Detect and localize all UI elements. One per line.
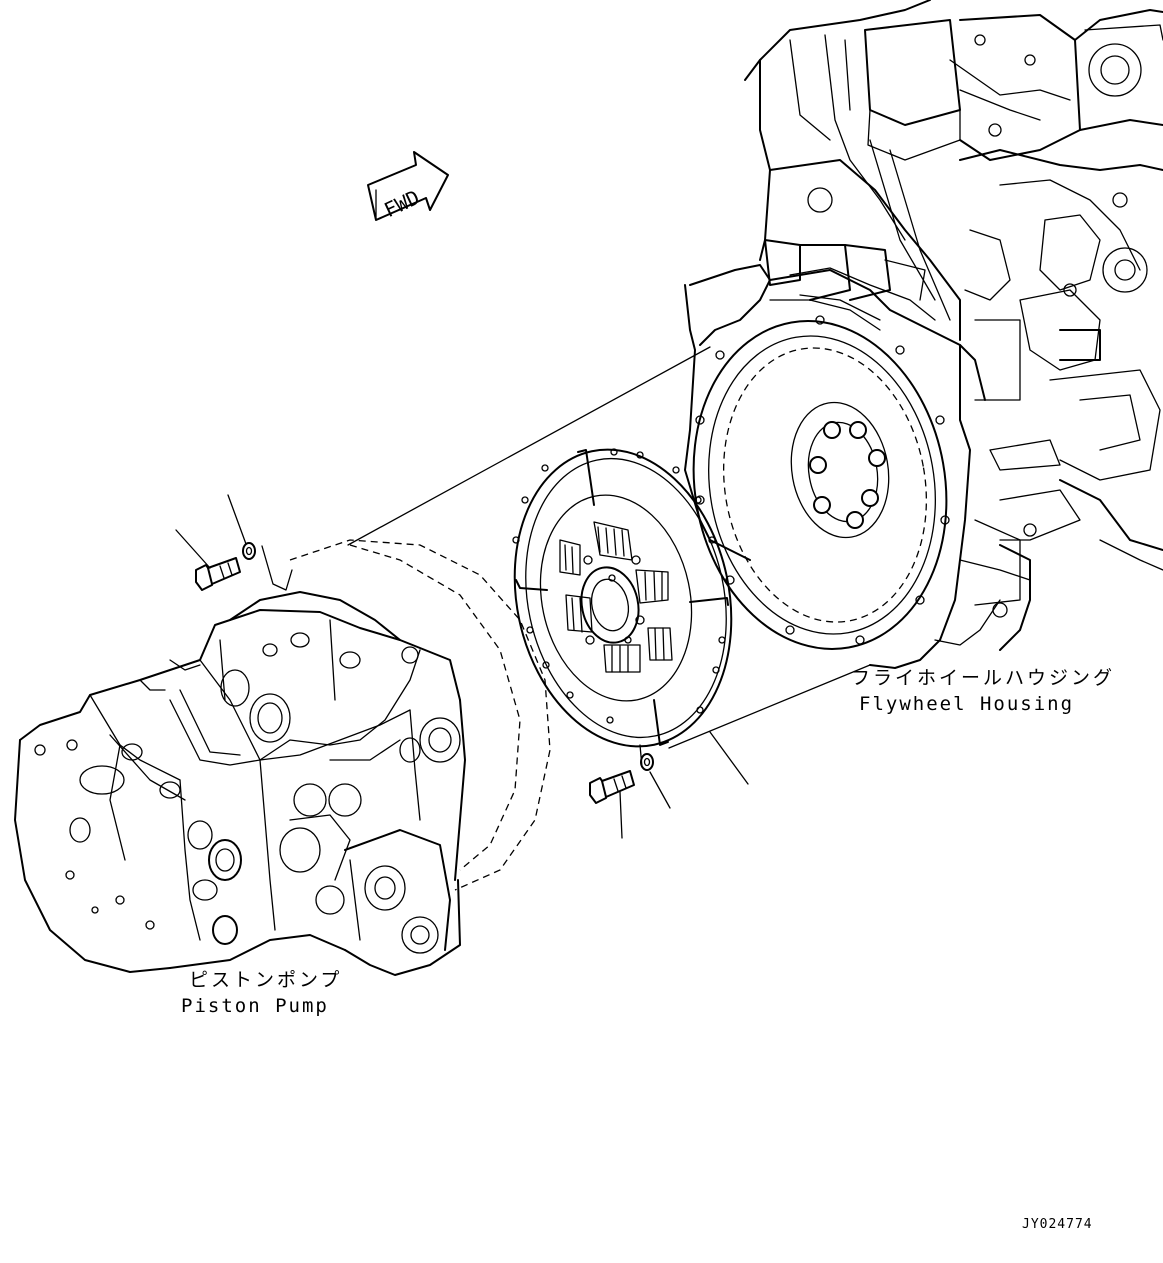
- upper-bolt: [195, 557, 241, 591]
- flywheel-housing-label-jp: フライホイールハウジング: [851, 667, 1116, 689]
- piston-pump: [14, 539, 551, 976]
- engine-assembly: [744, 0, 1163, 618]
- lower-washer: [640, 753, 654, 771]
- alignment-lines: [261, 346, 871, 768]
- damper-disc: [512, 448, 733, 748]
- fwd-arrow: FWD: [367, 151, 449, 222]
- fwd-arrow-text: FWD: [380, 185, 423, 222]
- lower-bolt: [589, 770, 635, 804]
- leader-lines: [175, 494, 749, 839]
- piston-pump-label-jp: ピストンポンプ: [189, 969, 343, 991]
- flywheel-housing: [684, 264, 1031, 669]
- upper-washer: [242, 542, 256, 560]
- flywheel-housing-label-en: Flywheel Housing: [859, 693, 1075, 715]
- drawing-code: JY024774: [1022, 1217, 1093, 1232]
- piston-pump-label-en: Piston Pump: [181, 995, 329, 1017]
